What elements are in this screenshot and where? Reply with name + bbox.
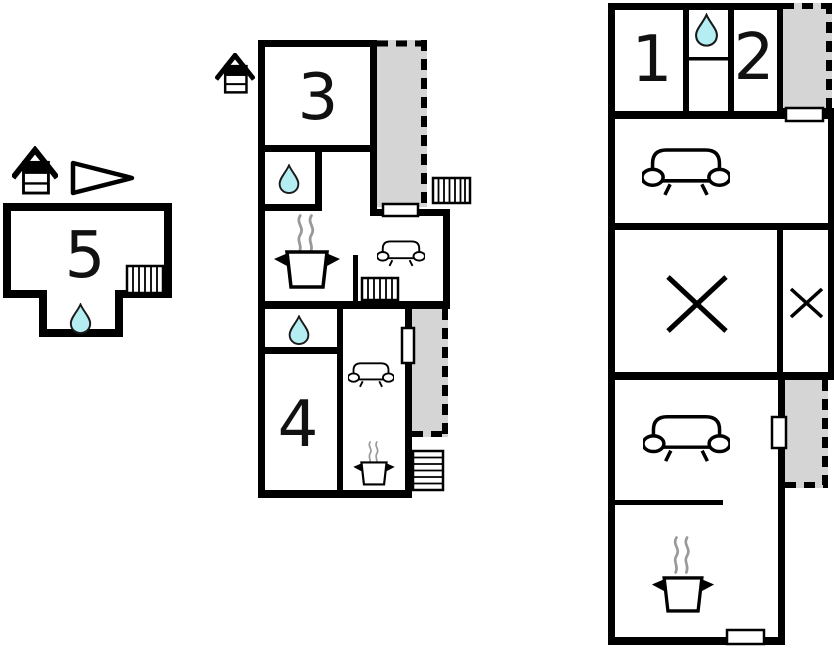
door (770, 415, 788, 450)
stove-pot-icon (352, 461, 396, 486)
house-chimney-icon (216, 55, 254, 92)
wall-segment (115, 290, 123, 337)
stairs-icon (411, 449, 445, 492)
wall-segment (265, 347, 343, 354)
cross-mark (789, 287, 824, 319)
wall-segment (39, 290, 47, 337)
room-label-4: 4 (277, 388, 319, 462)
building-annex (3, 150, 172, 337)
steam-icon (673, 536, 691, 574)
wall-segment (3, 203, 172, 211)
wall-segment (777, 3, 783, 119)
wall-segment (608, 3, 615, 645)
stairs-icon (431, 176, 472, 205)
wall-segment (608, 223, 834, 230)
terrace-area (375, 40, 427, 207)
door (381, 202, 420, 218)
room-label-3: 3 (297, 61, 339, 135)
wall-segment (608, 111, 783, 119)
wall-segment (258, 490, 412, 498)
room-label-2: 2 (733, 21, 775, 95)
stove-pot-icon (650, 576, 716, 613)
wall-segment (258, 301, 450, 309)
main-walls (608, 3, 834, 645)
door (725, 628, 766, 646)
wall-segment (777, 230, 783, 378)
room-label-5: 5 (64, 219, 106, 293)
wall-segment (337, 309, 343, 490)
wall-segment (443, 209, 450, 309)
sofa-icon (643, 414, 730, 463)
door (784, 106, 825, 123)
shower-drop-icon (288, 315, 310, 345)
middle-walls (258, 40, 450, 498)
wall-segment (353, 255, 358, 301)
wall-segment (405, 301, 412, 498)
terrace-area (785, 380, 828, 488)
stove-pot-icon (272, 250, 342, 289)
radiator-icon (360, 276, 400, 302)
sofa-icon (642, 148, 730, 197)
wall-segment (3, 203, 11, 298)
building-main (608, 3, 834, 646)
wall-segment (613, 500, 723, 505)
wall-segment (164, 203, 172, 298)
wall-segment (370, 40, 377, 216)
terrace-area (783, 3, 832, 108)
wall-segment (778, 378, 785, 645)
wall-segment (3, 290, 47, 298)
wall-segment (315, 145, 322, 211)
wall-segment (258, 40, 265, 498)
wall-segment (828, 108, 834, 380)
shower-drop-icon (69, 303, 92, 334)
steam-icon (297, 214, 315, 254)
door (400, 326, 416, 365)
stairs-icon (125, 264, 165, 295)
wall-segment (608, 637, 785, 645)
sofa-icon (348, 362, 394, 388)
steam-icon (368, 441, 379, 465)
wall-segment (608, 372, 834, 380)
room-label-1: 1 (631, 23, 673, 97)
sofa-icon (377, 240, 425, 267)
building-middle (216, 40, 472, 498)
house-chimney-icon (13, 150, 57, 193)
cross-mark (666, 275, 728, 333)
shower-drop-icon (278, 164, 300, 194)
wall-segment (686, 57, 731, 61)
wall-segment (258, 40, 377, 47)
wind-pennant-icon (70, 160, 135, 196)
wall-segment (258, 204, 322, 211)
wall-segment (608, 3, 783, 10)
